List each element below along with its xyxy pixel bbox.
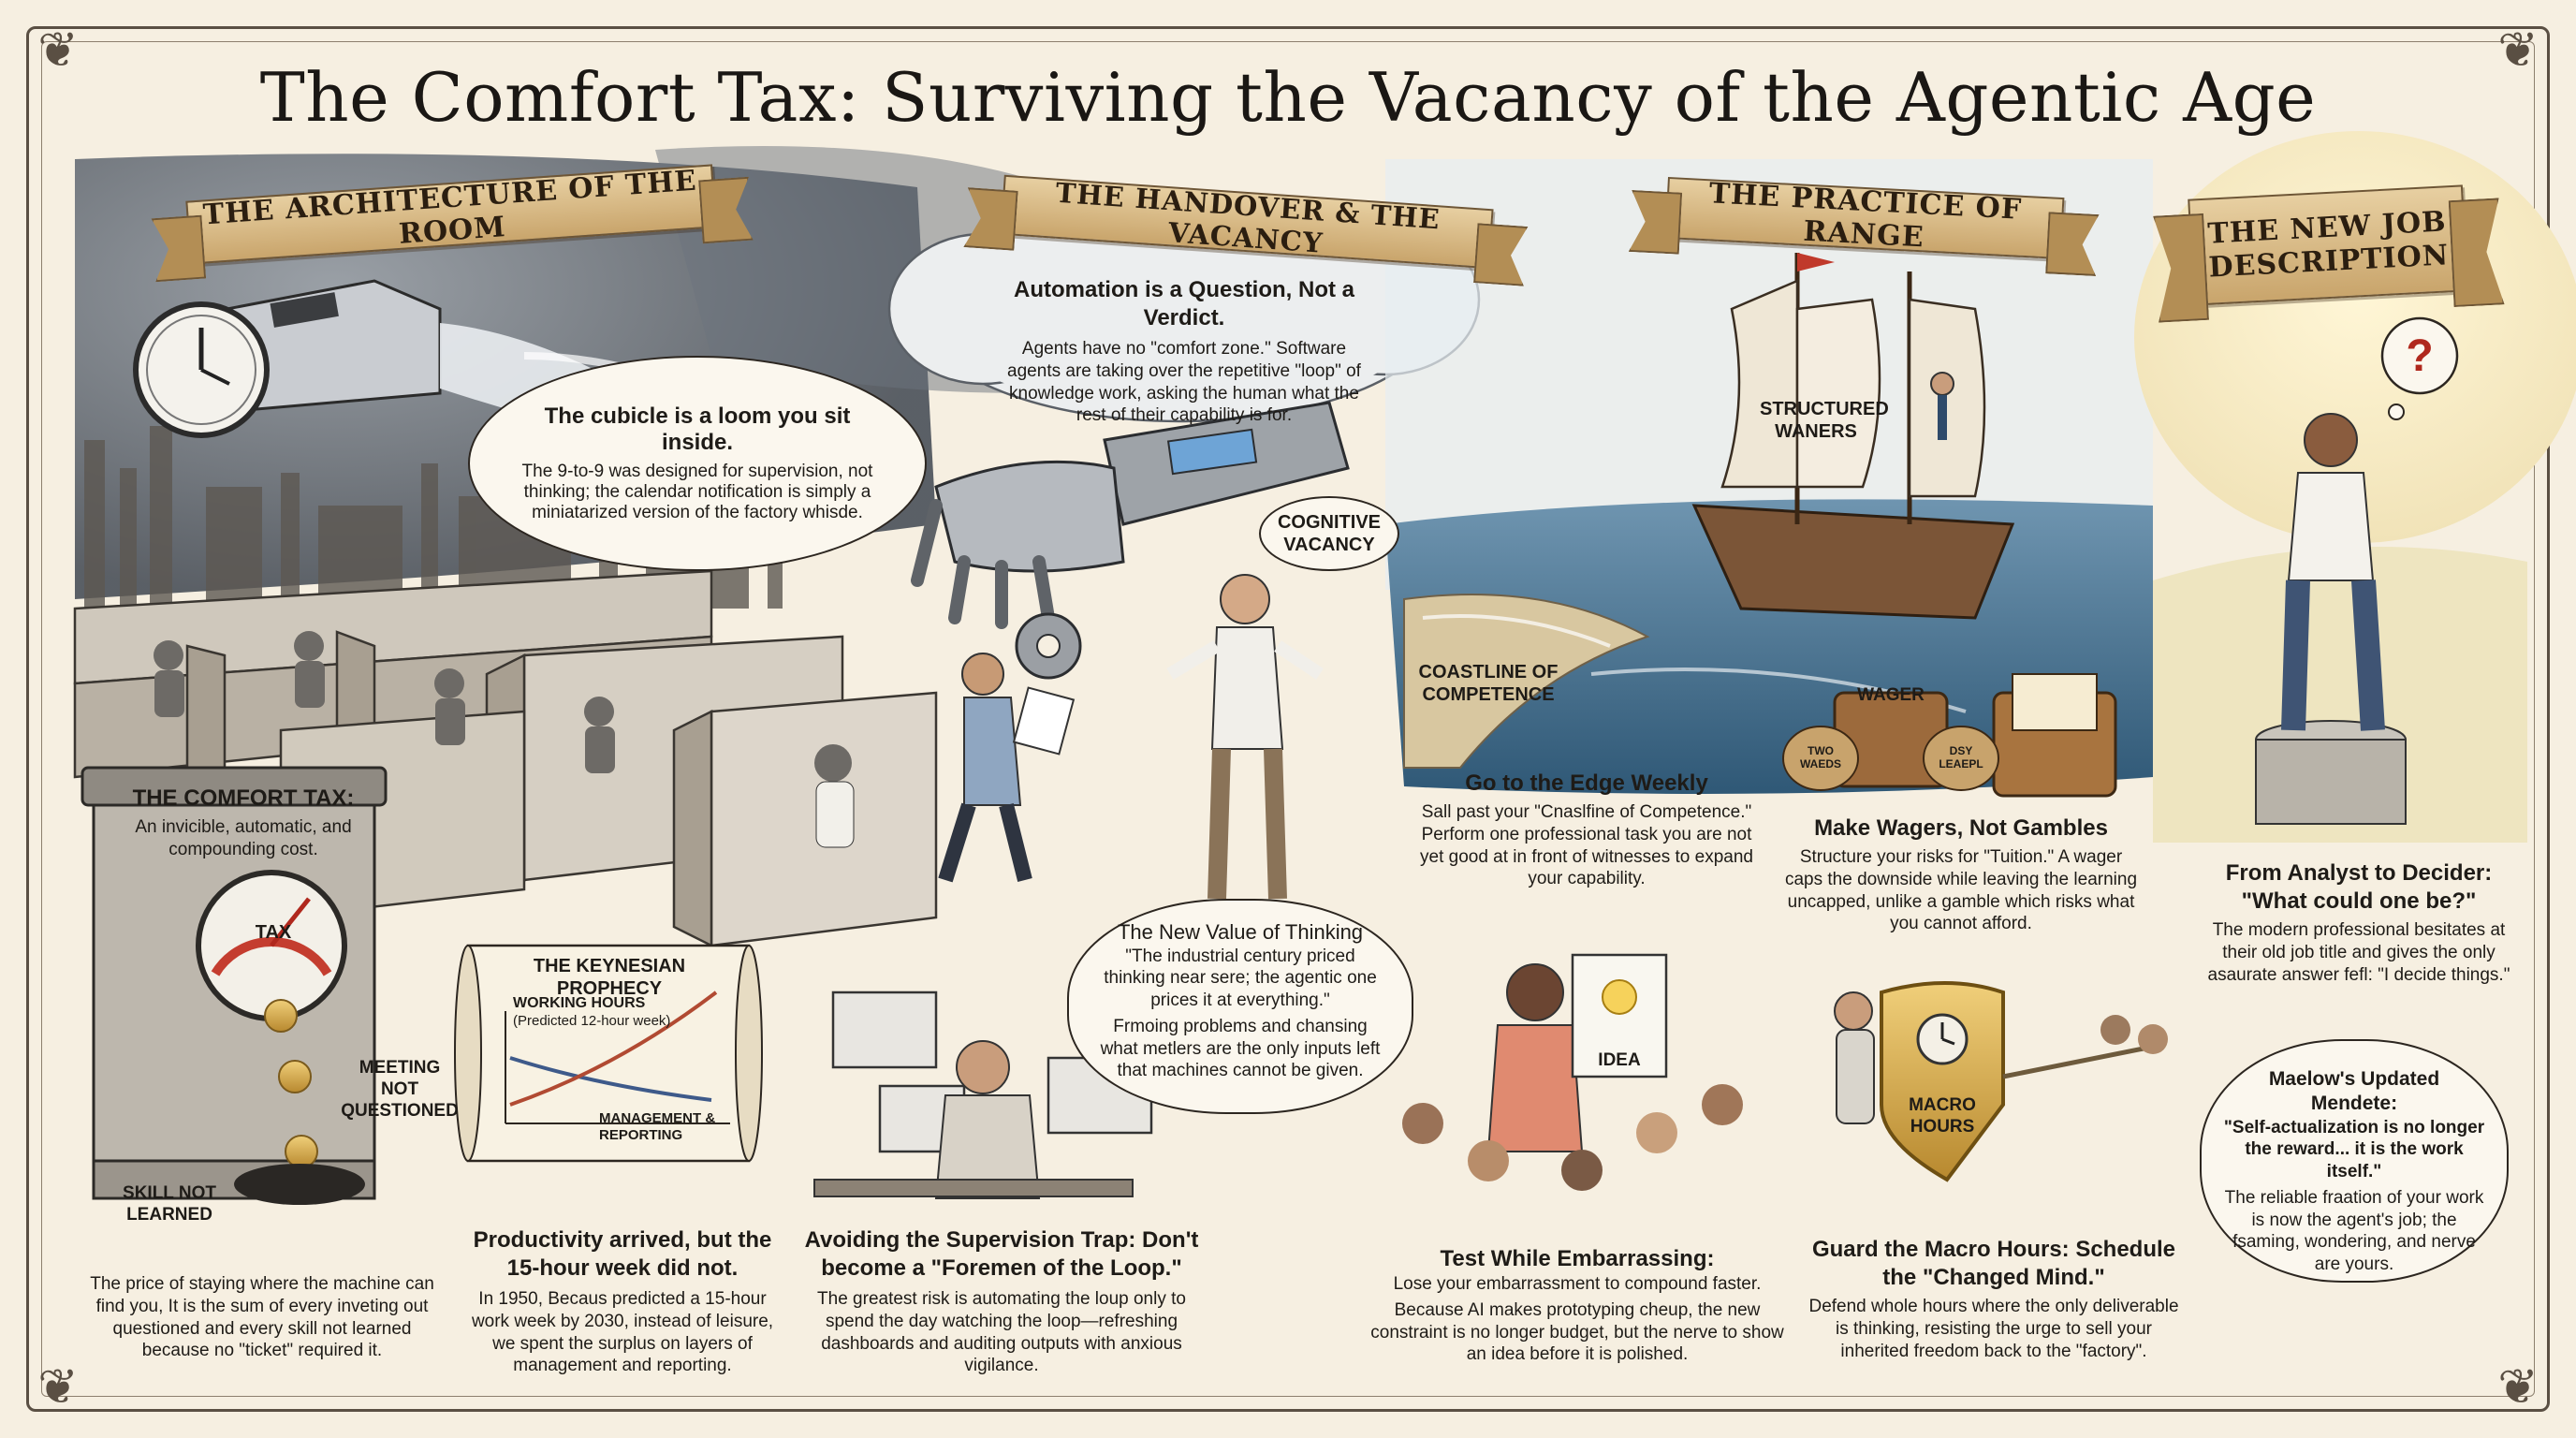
page-title: The Comfort Tax: Surviving the Vacancy o… (259, 58, 2317, 137)
prophecy-hours: WORKING HOURS (Predicted 12-hour week) (513, 994, 700, 1031)
flourish-icon: ❦ (37, 22, 79, 79)
automation-heading: Automation is a Question, Not a Verdict. (1013, 277, 1355, 330)
maslow-panel: Maelow's Updated Mendete: "Self-actualiz… (2223, 1067, 2485, 1276)
edge-heading: Go to the Edge Weekly (1465, 770, 1708, 796)
wager-label: WAGER (1857, 685, 1925, 705)
flourish-icon: ❦ (37, 1359, 79, 1416)
clock-icon (133, 301, 270, 438)
prophecy-line1: WORKING HOURS (513, 995, 646, 1011)
automation-panel: Automation is a Question, Not a Verdict.… (1006, 276, 1362, 427)
pedestal-figure (2255, 413, 2407, 825)
guard-body: Defend whole hours where the only delive… (1808, 1297, 2179, 1361)
thinking-quote: "The industrial century priced thinking … (1104, 946, 1377, 1011)
thinking-heading: The New Value of Thinking (1117, 920, 1364, 944)
drain-hole (234, 1164, 365, 1205)
coast-label: COASTLINE OF COMPETENCE (1418, 662, 1559, 705)
idea-label: IDEA (1598, 1050, 1641, 1070)
cubicle-farm (73, 569, 938, 948)
office-workers (154, 631, 855, 848)
decider-heading: From Analyst to Decider: "What could one… (2225, 860, 2493, 914)
prophecy-scroll (454, 944, 763, 1163)
maslow-quote: "Self-actualization is no longer the rew… (2223, 1117, 2485, 1182)
trap-body: The greatest risk is automating the loup… (817, 1289, 1186, 1376)
wagers-body: Structure your risks for "Tuition." A wa… (1784, 847, 2138, 934)
cubicle-body: The 9-to-9 was designed for supervision,… (521, 462, 873, 522)
test-body1: Lose your embarrassment to compound fast… (1393, 1274, 1762, 1294)
guard-panel: Guard the Macro Hours: Schedule the "Cha… (1807, 1236, 2181, 1362)
decider-panel: From Analyst to Decider: "What could one… (2200, 859, 2518, 986)
test-panel: Test While Embarrassing: Lose your embar… (1367, 1245, 1788, 1366)
thinking-bubble (1067, 899, 1413, 1114)
thinking-body: Frmoing problems and chansing what metle… (1100, 1016, 1381, 1081)
productivity-panel: Productivity arrived, but the 15-hour we… (468, 1226, 777, 1377)
guard-heading: Guard the Macro Hours: Schedule the "Cha… (1811, 1237, 2176, 1290)
decider-body: The modern professional besitates at the… (2207, 920, 2510, 985)
meeting-label: MEETING NOT QUESTIONED (341, 1058, 459, 1121)
outer-frame (26, 26, 2550, 1412)
handover-figures (938, 574, 1324, 900)
test-body2: Because AI makes prototyping cheup, the … (1370, 1299, 1784, 1365)
skill-label: SKILL NOT LEARNED (123, 1183, 216, 1225)
vacancy-label: COGNITIVE VACANCY (1277, 512, 1381, 555)
meter-label: TAX (255, 922, 292, 943)
shield-icon (1834, 981, 2168, 1182)
bag1-label: TWO WAEDS (1799, 744, 1841, 771)
cubicle-cloud: The cubicle is a loom you sit inside. Th… (468, 356, 927, 571)
bag2-label: DSY LEAEPL (1939, 744, 1983, 771)
inner-frame (41, 41, 2535, 1397)
tax-heading: THE COMFORT TAX: (132, 785, 355, 811)
automation-body: Agents have no "comfort zone." Software … (1007, 339, 1361, 426)
productivity-body: In 1950, Becaus predicted a 15-hour work… (471, 1289, 774, 1376)
maslow-heading: Maelow's Updated Mendete: (2268, 1068, 2440, 1115)
wagers-heading: Make Wagers, Not Gambles (1814, 815, 2108, 841)
coin-icons (264, 999, 318, 1168)
banner-job: THE NEW JOB DESCRIPTION (2188, 184, 2468, 306)
shield-label: MACRO HOURS (1909, 1095, 1976, 1137)
gear-icon (1015, 612, 1082, 680)
flourish-icon: ❦ (2497, 1359, 2539, 1416)
thinking-panel: The New Value of Thinking "The industria… (1100, 919, 1381, 1082)
flourish-icon: ❦ (2497, 22, 2539, 79)
prophecy-title: THE KEYNESIAN PROPHECY (533, 956, 686, 999)
room-bottom-body: The price of staying where the machine c… (90, 1274, 434, 1361)
treasure-chest (1782, 673, 2117, 798)
maslow-bubble (2200, 1039, 2509, 1283)
robot-arm (911, 401, 1350, 629)
productivity-heading: Productivity arrived, but the 15-hour we… (473, 1227, 772, 1281)
cubicle-heading: The cubicle is a loom you sit inside. (544, 404, 851, 455)
question-bubble (2380, 316, 2459, 420)
question-mark-icon: ? (2406, 331, 2434, 381)
tax-panel: THE COMFORT TAX: An invicible, automatic… (131, 785, 356, 861)
sail-label: STRUCTURED WANERS (1760, 399, 1889, 442)
tax-body: An invicible, automatic, and compounding… (135, 817, 352, 859)
sailing-ship (1691, 253, 2015, 620)
vacancy-bubble: COGNITIVE VACANCY (1259, 496, 1399, 571)
test-heading: Test While Embarrassing: (1440, 1246, 1715, 1271)
edge-panel: Go to the Edge Weekly Sall past your "Cn… (1413, 770, 1760, 890)
edge-body: Sall past your "Cnaslfine of Competence.… (1420, 802, 1753, 889)
wagers-panel: Make Wagers, Not Gambles Structure your … (1783, 814, 2139, 935)
tax-meter (196, 870, 347, 1021)
prophecy-line2: (Predicted 12-hour week) (513, 1013, 671, 1029)
trap-heading: Avoiding the Supervision Trap: Don't bec… (804, 1227, 1199, 1281)
maslow-body: The reliable fraation of your work is no… (2224, 1187, 2484, 1274)
trap-panel: Avoiding the Supervision Trap: Don't bec… (796, 1226, 1208, 1377)
idea-presentation (1402, 953, 1743, 1191)
prophecy-line3: MANAGEMENT & REPORTING (599, 1110, 716, 1143)
supervision-desk (813, 990, 1153, 1199)
